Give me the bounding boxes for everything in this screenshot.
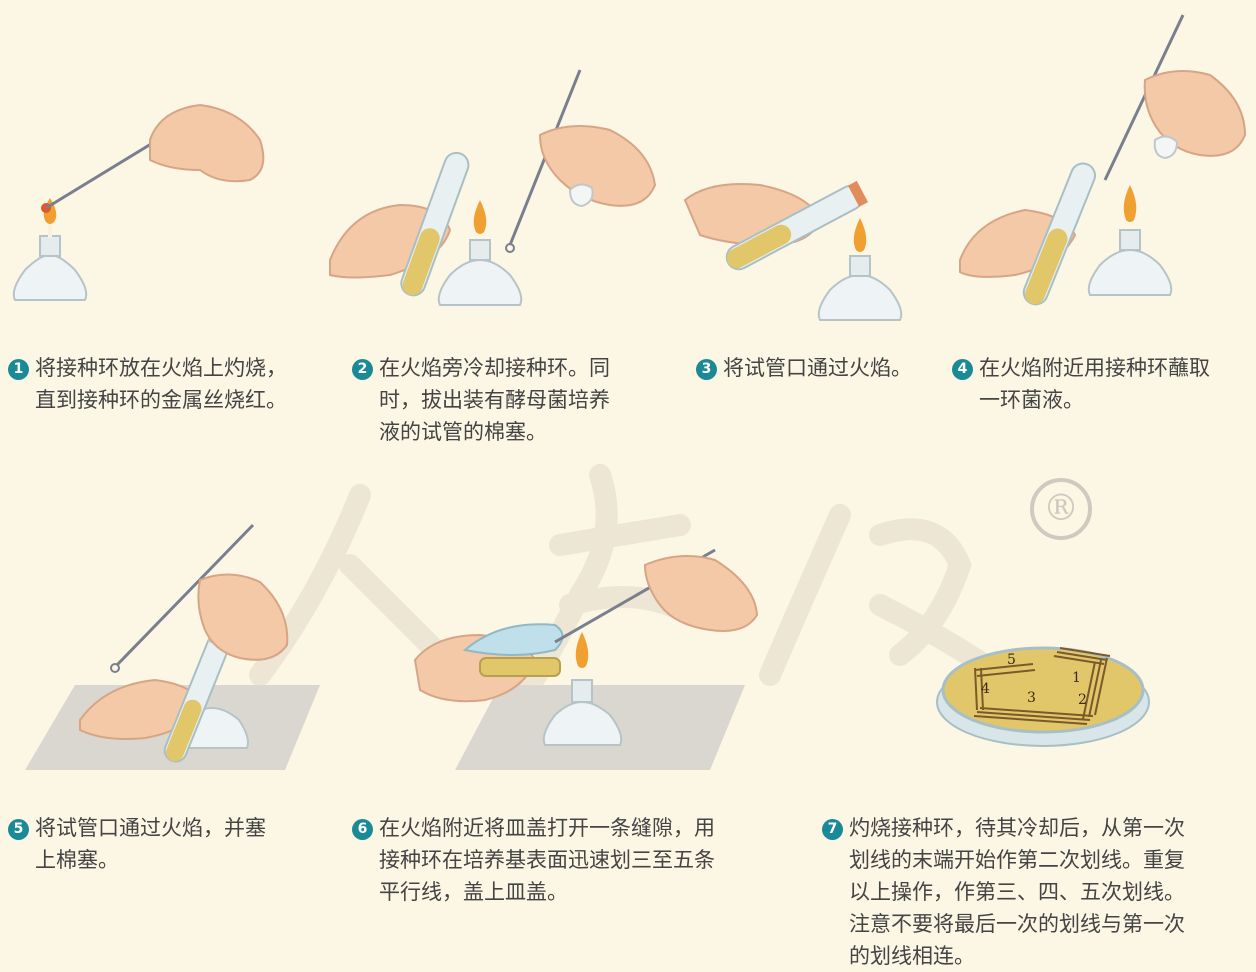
flame — [1124, 185, 1137, 222]
step-1-badge: 1 — [8, 359, 29, 380]
spirit-lamp — [819, 256, 902, 320]
step-7-badge: 7 — [822, 819, 843, 840]
step-3-badge: 3 — [696, 359, 717, 380]
step-4-illustration — [955, 10, 1255, 310]
step-2-badge: 2 — [352, 359, 373, 380]
step-5-badge: 5 — [8, 819, 29, 840]
step-6-illustration — [405, 540, 775, 770]
flame — [854, 218, 867, 252]
step-6-badge: 6 — [352, 819, 373, 840]
step-2-illustration — [330, 60, 670, 320]
hand — [150, 105, 263, 181]
flame — [474, 200, 487, 234]
streak-label-3: 3 — [1027, 690, 1036, 706]
streak-label-1: 1 — [1072, 670, 1081, 686]
registered-mark: ® — [1030, 478, 1092, 540]
spirit-lamp — [1089, 230, 1172, 295]
hand-holding-loop — [645, 556, 757, 631]
step-7-illustration: 1 2 3 4 5 — [935, 620, 1155, 760]
petri-dish-agar — [943, 648, 1143, 732]
flame — [576, 632, 589, 668]
streak-label-2: 2 — [1078, 692, 1087, 708]
cotton-plug — [570, 184, 593, 206]
step-1-illustration — [0, 90, 300, 320]
spirit-lamp — [14, 222, 87, 300]
streak-label-5: 5 — [1007, 652, 1016, 668]
hand-holding-loop — [540, 126, 655, 206]
step-3-illustration — [680, 160, 930, 330]
streak-label-4: 4 — [981, 681, 990, 697]
step-5-illustration — [25, 520, 325, 770]
cotton-plug — [1155, 136, 1177, 158]
spirit-lamp — [439, 240, 522, 305]
petri-dish-open — [465, 624, 563, 676]
step-4-badge: 4 — [952, 359, 973, 380]
